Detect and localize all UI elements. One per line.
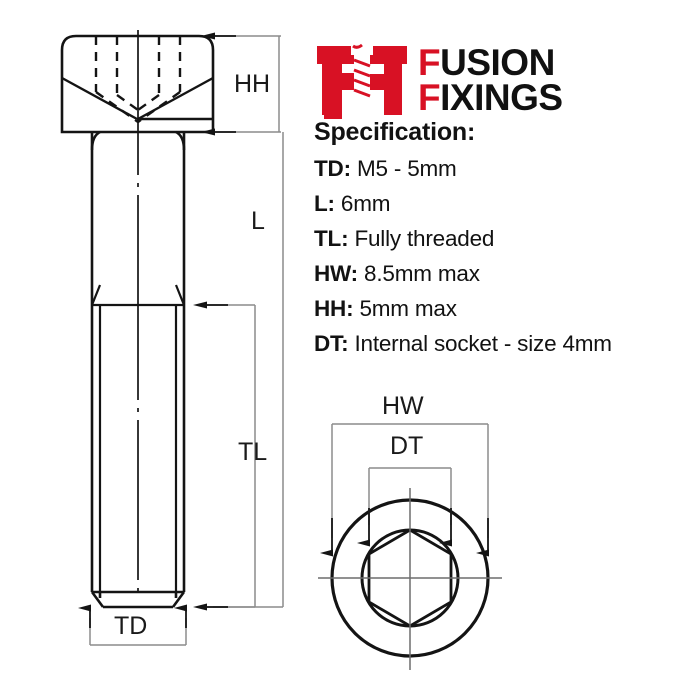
specification-key: HW:: [314, 261, 358, 286]
brand-wordmark: FUSION FIXINGS: [418, 41, 563, 118]
specification-value: 5mm max: [353, 296, 457, 321]
brand-line-1: FUSION: [418, 41, 563, 83]
screw-tip-chamfer: [90, 590, 186, 609]
specification-row: HW: 8.5mm max: [314, 261, 700, 286]
dimension-label-td: TD: [114, 612, 148, 640]
brand-line-2-rest: IXINGS: [440, 77, 563, 118]
specification-value: Internal socket - size 4mm: [348, 331, 612, 356]
specification-value: Fully threaded: [348, 226, 495, 251]
specification-value: 6mm: [334, 191, 391, 216]
dimension-label-hw: HW: [382, 392, 424, 420]
under-head-fillets: [90, 130, 186, 151]
specification-row: DT: Internal socket - size 4mm: [314, 331, 700, 356]
brand-logo: FUSION FIXINGS: [316, 34, 676, 126]
specification-row: TL: Fully threaded: [314, 226, 700, 251]
specification-value: M5 - 5mm: [350, 156, 457, 181]
dimension-label-dt: DT: [390, 432, 424, 460]
specification-key: TD:: [314, 156, 351, 181]
dimension-hh-arrows: [201, 32, 236, 136]
specification-key: DT:: [314, 331, 349, 356]
screw-shank-side: [90, 132, 186, 592]
thread-root-lines: [90, 284, 186, 592]
brand-line-1-rest: USION: [440, 41, 555, 83]
specification-value: 8.5mm max: [357, 261, 480, 286]
specification-heading: Specification:: [314, 118, 476, 146]
screw-logo-icon: [317, 43, 407, 119]
specification-row: HH: 5mm max: [314, 296, 700, 321]
dimension-hw-arrows: [320, 518, 489, 557]
specification-row: TD: M5 - 5mm: [314, 156, 700, 181]
dimension-label-hh: HH: [234, 70, 271, 98]
dimension-td-arrows: [78, 604, 187, 628]
brand-line-2-initial: F: [418, 77, 441, 118]
specification-row: L: 6mm: [314, 191, 700, 216]
dimension-tl-arrows: [193, 301, 228, 611]
end-view-centrelines: [318, 488, 502, 670]
specification-key: TL:: [314, 226, 349, 251]
brand-line-1-initial: F: [418, 41, 441, 83]
brand-line-2: FIXINGS: [418, 77, 563, 118]
dimension-l: [213, 132, 284, 608]
specification-key: L:: [314, 191, 335, 216]
dimension-dt-arrows: [357, 508, 452, 547]
dimension-label-tl: TL: [238, 438, 268, 466]
head-socket-hidden-lines: [94, 36, 182, 123]
specification-key: HH:: [314, 296, 354, 321]
screw-head-side: [60, 34, 215, 134]
dimension-label-l: L: [251, 207, 265, 235]
